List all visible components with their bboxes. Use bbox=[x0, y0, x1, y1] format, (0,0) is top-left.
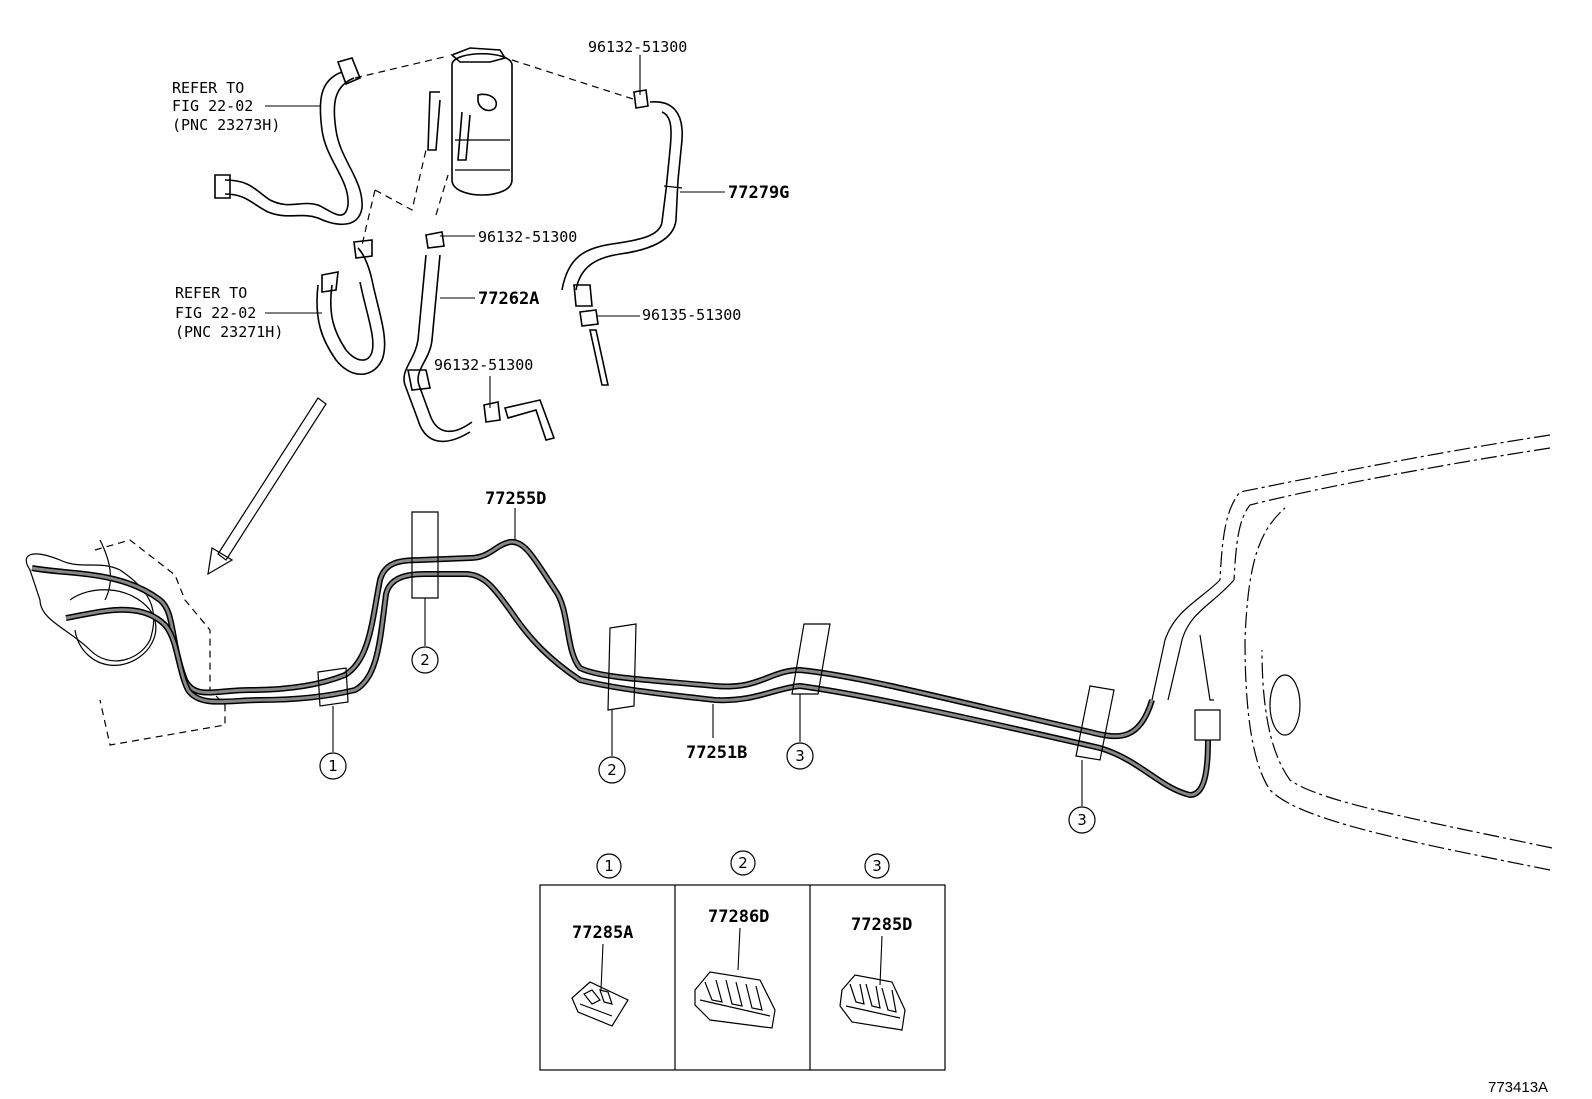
assembly-dashed-lines bbox=[354, 55, 637, 246]
label-clip-top: 96132-51300 bbox=[588, 38, 687, 56]
label-tube-77255d: 77255D bbox=[485, 489, 546, 509]
svg-text:1: 1 bbox=[604, 857, 614, 875]
hose-23271h bbox=[316, 239, 386, 375]
label-tube-77251b: 77251B bbox=[686, 743, 747, 763]
legend-callout-3: 3 bbox=[864, 853, 890, 879]
tube-77255d bbox=[31, 538, 1155, 740]
label-clip-center: 96132-51300 bbox=[478, 228, 577, 246]
charcoal-canister bbox=[427, 47, 513, 196]
clamp-77286d-drawing bbox=[694, 971, 776, 1029]
leader-lines bbox=[265, 55, 1083, 806]
label-hose-77262a: 77262A bbox=[478, 289, 539, 309]
label-clip-right: 96135-51300 bbox=[642, 306, 741, 324]
refer-mid-line2: FIG 22-02 bbox=[175, 304, 256, 322]
clamp-77285a-drawing bbox=[571, 981, 629, 1027]
svg-text:2: 2 bbox=[607, 761, 617, 779]
svg-text:3: 3 bbox=[872, 857, 882, 875]
legend-part-2: 77286D bbox=[708, 907, 769, 927]
svg-text:3: 3 bbox=[1077, 811, 1087, 829]
callout-circle-2a: 2 bbox=[411, 646, 439, 674]
callout-circle-3a: 3 bbox=[786, 742, 814, 770]
refer-top-line1: REFER TO bbox=[172, 79, 244, 97]
clamp-2b bbox=[607, 623, 637, 711]
label-hose-77279g: 77279G bbox=[728, 183, 789, 203]
tube-77251b bbox=[65, 571, 1211, 799]
clamp-1 bbox=[317, 667, 349, 707]
svg-text:2: 2 bbox=[738, 854, 748, 872]
legend-callout-2: 2 bbox=[730, 850, 756, 876]
tank-outline-left bbox=[25, 539, 226, 746]
direction-arrow bbox=[207, 397, 327, 576]
refer-mid-line3: (PNC 23271H) bbox=[175, 323, 283, 341]
callout-circle-3b: 3 bbox=[1068, 806, 1096, 834]
hose-77279g bbox=[561, 89, 683, 386]
legend-part-1: 77285A bbox=[572, 923, 633, 943]
label-clip-lower: 96132-51300 bbox=[434, 356, 533, 374]
clamp-3a bbox=[791, 623, 831, 695]
clamp-3b bbox=[1075, 685, 1115, 761]
hose-23273h bbox=[214, 57, 363, 225]
svg-text:1: 1 bbox=[328, 757, 338, 775]
clamp-77285d-drawing bbox=[839, 974, 906, 1031]
figure-id: 773413A bbox=[1488, 1079, 1548, 1096]
legend-part-3: 77285D bbox=[851, 915, 912, 935]
vehicle-body-outline bbox=[1151, 434, 1553, 871]
legend-callout-1: 1 bbox=[596, 853, 622, 879]
callout-circle-2b: 2 bbox=[598, 756, 626, 784]
clamp-legend: 1 2 3 77285A 77286D 77285D bbox=[539, 850, 946, 1071]
hose-77262a bbox=[403, 231, 556, 443]
refer-mid-line1: REFER TO bbox=[175, 284, 247, 302]
svg-text:3: 3 bbox=[795, 747, 805, 765]
refer-top-line3: (PNC 23273H) bbox=[172, 116, 280, 134]
svg-text:2: 2 bbox=[420, 651, 430, 669]
clamp-2a bbox=[411, 511, 439, 599]
callout-circle-1: 1 bbox=[319, 752, 347, 780]
refer-top-line2: FIG 22-02 bbox=[172, 97, 253, 115]
